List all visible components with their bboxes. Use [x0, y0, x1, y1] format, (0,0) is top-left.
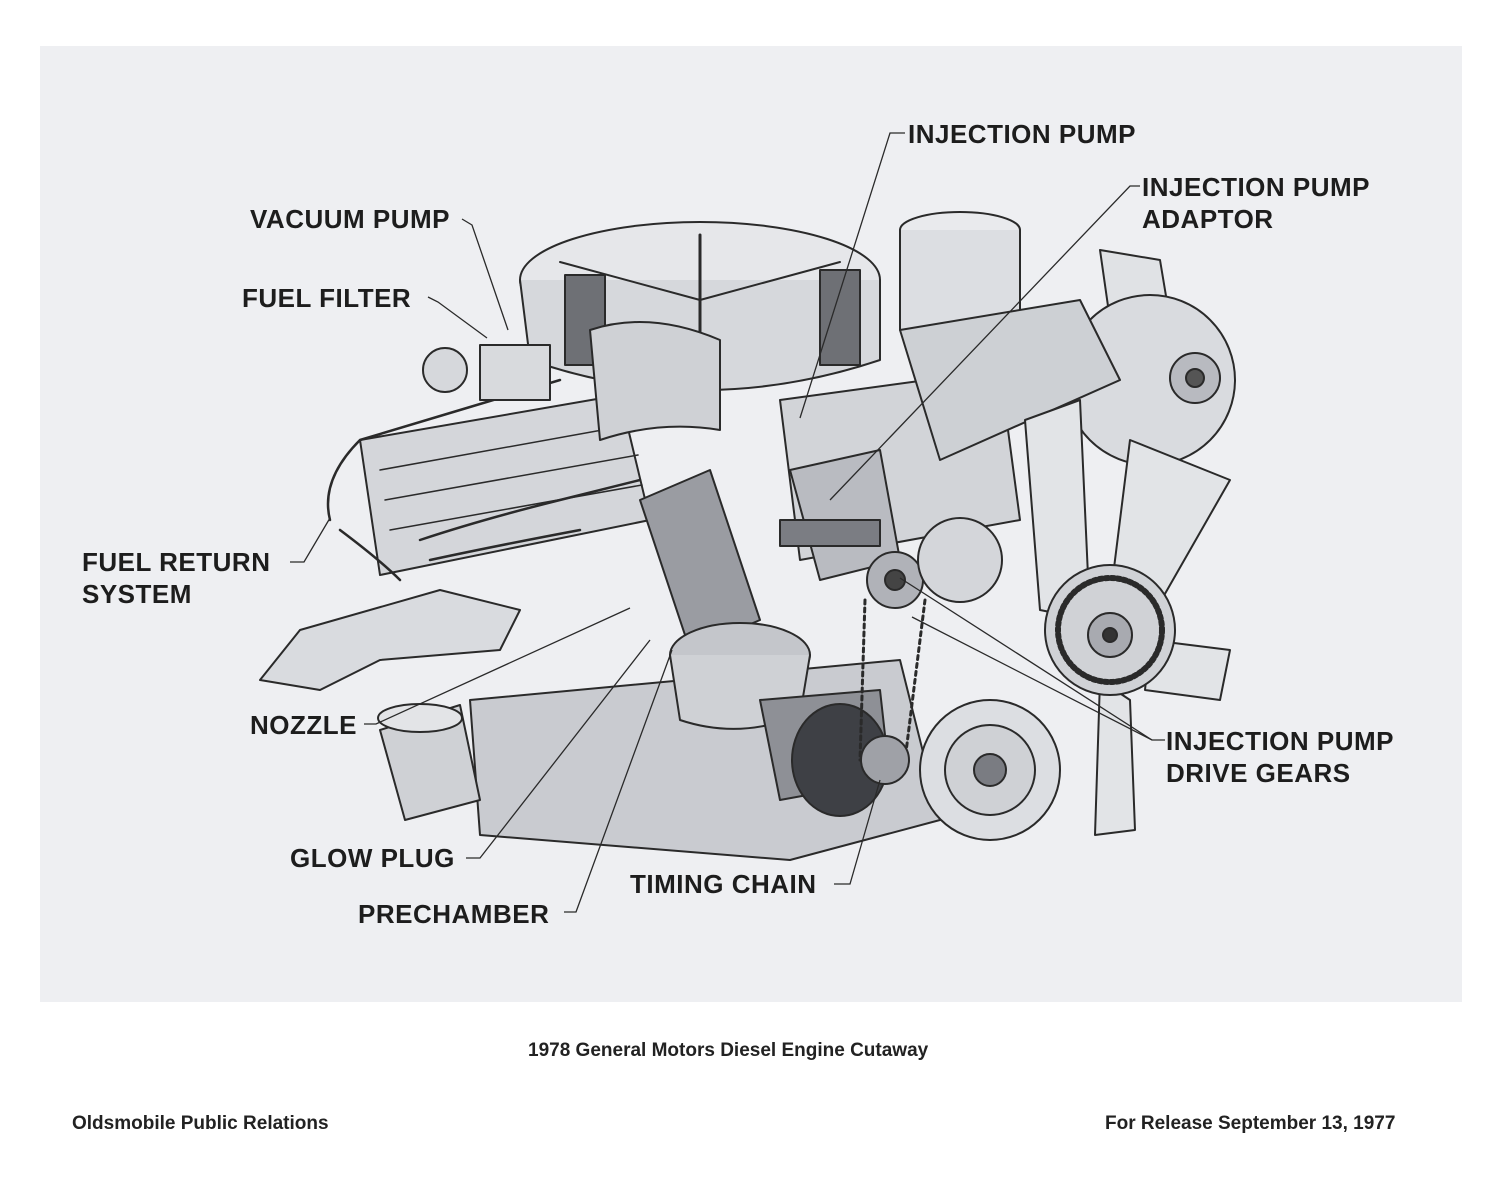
- timing-gears: [858, 551, 927, 785]
- leader-injection-pump-adaptor: [829, 185, 1140, 501]
- label-fuel-return-line2: SYSTEM: [82, 579, 192, 609]
- caption-right: For Release September 13, 1977: [1105, 1113, 1396, 1134]
- crank-pulleys: [917, 517, 1061, 841]
- injection-pump: [779, 449, 901, 581]
- leader-nozzle: [364, 607, 631, 725]
- label-drive-gears-line2: DRIVE GEARS: [1166, 758, 1351, 788]
- leader-fuel-filter: [427, 296, 488, 339]
- leader-glow-plug: [466, 639, 651, 859]
- caption-left: Oldsmobile Public Relations: [72, 1113, 329, 1134]
- cooling-fan: [1024, 399, 1231, 836]
- leader-drive-gears-b: [899, 577, 1153, 741]
- label-vacuum-pump: VACUUM PUMP: [250, 204, 451, 234]
- label-injection-pump-adaptor-line2: ADAPTOR: [1142, 204, 1274, 234]
- caption-title: 1978 General Motors Diesel Engine Cutawa…: [528, 1040, 929, 1061]
- intake-cutaway: [589, 321, 721, 441]
- label-glow-plug: GLOW PLUG: [290, 843, 455, 873]
- label-fuel-filter: FUEL FILTER: [242, 283, 412, 313]
- alternator: [1064, 294, 1236, 466]
- exhaust-manifold: [259, 589, 521, 691]
- leader-prechamber: [564, 649, 673, 913]
- label-injection-pump: INJECTION PUMP: [908, 119, 1137, 149]
- leader-timing-chain: [834, 779, 881, 885]
- label-timing-chain: TIMING CHAIN: [630, 869, 817, 899]
- label-injection-pump-adaptor-line1: INJECTION PUMP: [1142, 172, 1371, 202]
- label-fuel-return-line1: FUEL RETURN: [82, 547, 271, 577]
- fuel-lines: [326, 378, 642, 582]
- label-prechamber: PRECHAMBER: [358, 899, 550, 929]
- fuel-filter-body: [422, 344, 551, 401]
- oil-filter: [377, 703, 481, 821]
- leader-injection-pump: [799, 132, 905, 419]
- piston-cutaway: [639, 469, 891, 817]
- label-drive-gears-line1: INJECTION PUMP: [1166, 726, 1395, 756]
- accessory-bracket: [899, 299, 1121, 461]
- leader-vacuum-pump: [461, 218, 509, 331]
- leader-fuel-return: [290, 517, 331, 563]
- label-nozzle: NOZZLE: [250, 710, 357, 740]
